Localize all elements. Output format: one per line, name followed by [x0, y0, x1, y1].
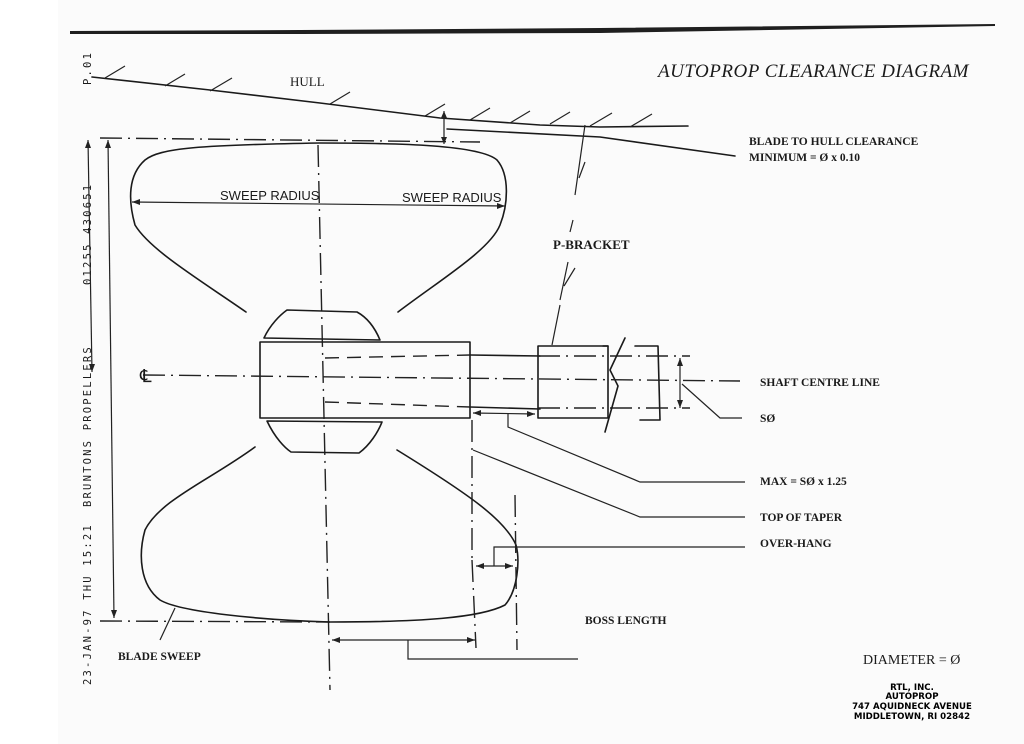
- fax-phone: 01255 430651: [82, 183, 94, 285]
- stamp-line1: RTL, INC.: [890, 683, 934, 693]
- hull-label: HULL: [290, 74, 325, 89]
- stamp-line3: 747 AQUIDNECK AVENUE: [852, 702, 972, 712]
- blade-sweep-label: BLADE SWEEP: [118, 651, 201, 663]
- diameter-dimension: [99, 137, 481, 623]
- fax-page: [58, 0, 1024, 744]
- p-bracket-label: P-BRACKET: [553, 237, 630, 252]
- fax-timestamp: 23-JAN-97 THU 15:21: [82, 523, 94, 685]
- centreline-symbol: ℄: [139, 366, 152, 386]
- propeller-shaft: [469, 337, 690, 433]
- sweep-radius-dimension: [131, 199, 506, 209]
- upper-blade-outline: [129, 142, 508, 313]
- fax-top-bar: [70, 24, 995, 34]
- max-label: MAX = SØ x 1.25: [760, 476, 847, 488]
- blade-sweep-leader: [159, 607, 176, 641]
- hub-boss-body: [259, 341, 471, 419]
- sweep-radius-left-label: SWEEP RADIUS: [220, 188, 320, 203]
- top-of-taper-label: TOP OF TAPER: [760, 512, 843, 524]
- shaft-diameter-label: SØ: [760, 413, 775, 425]
- rtl-stamp: RTL, INC. AUTOPROP 747 AQUIDNECK AVENUE …: [852, 683, 972, 722]
- radius-dimension: [85, 139, 95, 373]
- hull-line: [91, 65, 689, 128]
- diameter-label: DIAMETER = Ø: [863, 653, 960, 668]
- upper-hub-cap: [263, 309, 381, 341]
- over-hang-label: OVER-HANG: [760, 538, 832, 550]
- boss-length-dimension: [332, 559, 578, 660]
- stamp-line2: AUTOPROP: [885, 692, 938, 702]
- lower-hub-cap: [266, 420, 383, 454]
- shaft-diameter-dimension: [677, 358, 742, 419]
- sweep-radius-right-label: SWEEP RADIUS: [402, 190, 502, 205]
- lower-blade-outline: [140, 446, 519, 623]
- p-bracket-leader: [551, 124, 586, 346]
- hull-clearance-dimension: [441, 111, 736, 157]
- max-taper-dimension: [472, 410, 745, 483]
- fax-sender: BRUNTONS PROPELLERS: [82, 345, 94, 507]
- blade-to-hull-label-line1: BLADE TO HULL CLEARANCE: [749, 136, 919, 148]
- top-of-taper-leader: [471, 420, 745, 560]
- blade-to-hull-label-line2: MINIMUM = Ø x 0.10: [749, 152, 860, 164]
- diagram-title: AUTOPROP CLEARANCE DIAGRAM: [656, 61, 970, 82]
- over-hang-dimension: [476, 494, 745, 651]
- shaft-centre-line: [142, 374, 741, 382]
- scan-margin: [0, 0, 58, 744]
- shaft-centre-line-label: SHAFT CENTRE LINE: [760, 377, 880, 389]
- page-marker: P.01: [82, 51, 94, 85]
- boss-length-label: BOSS LENGTH: [585, 615, 667, 627]
- stamp-line4: MIDDLETOWN, RI 02842: [854, 712, 970, 722]
